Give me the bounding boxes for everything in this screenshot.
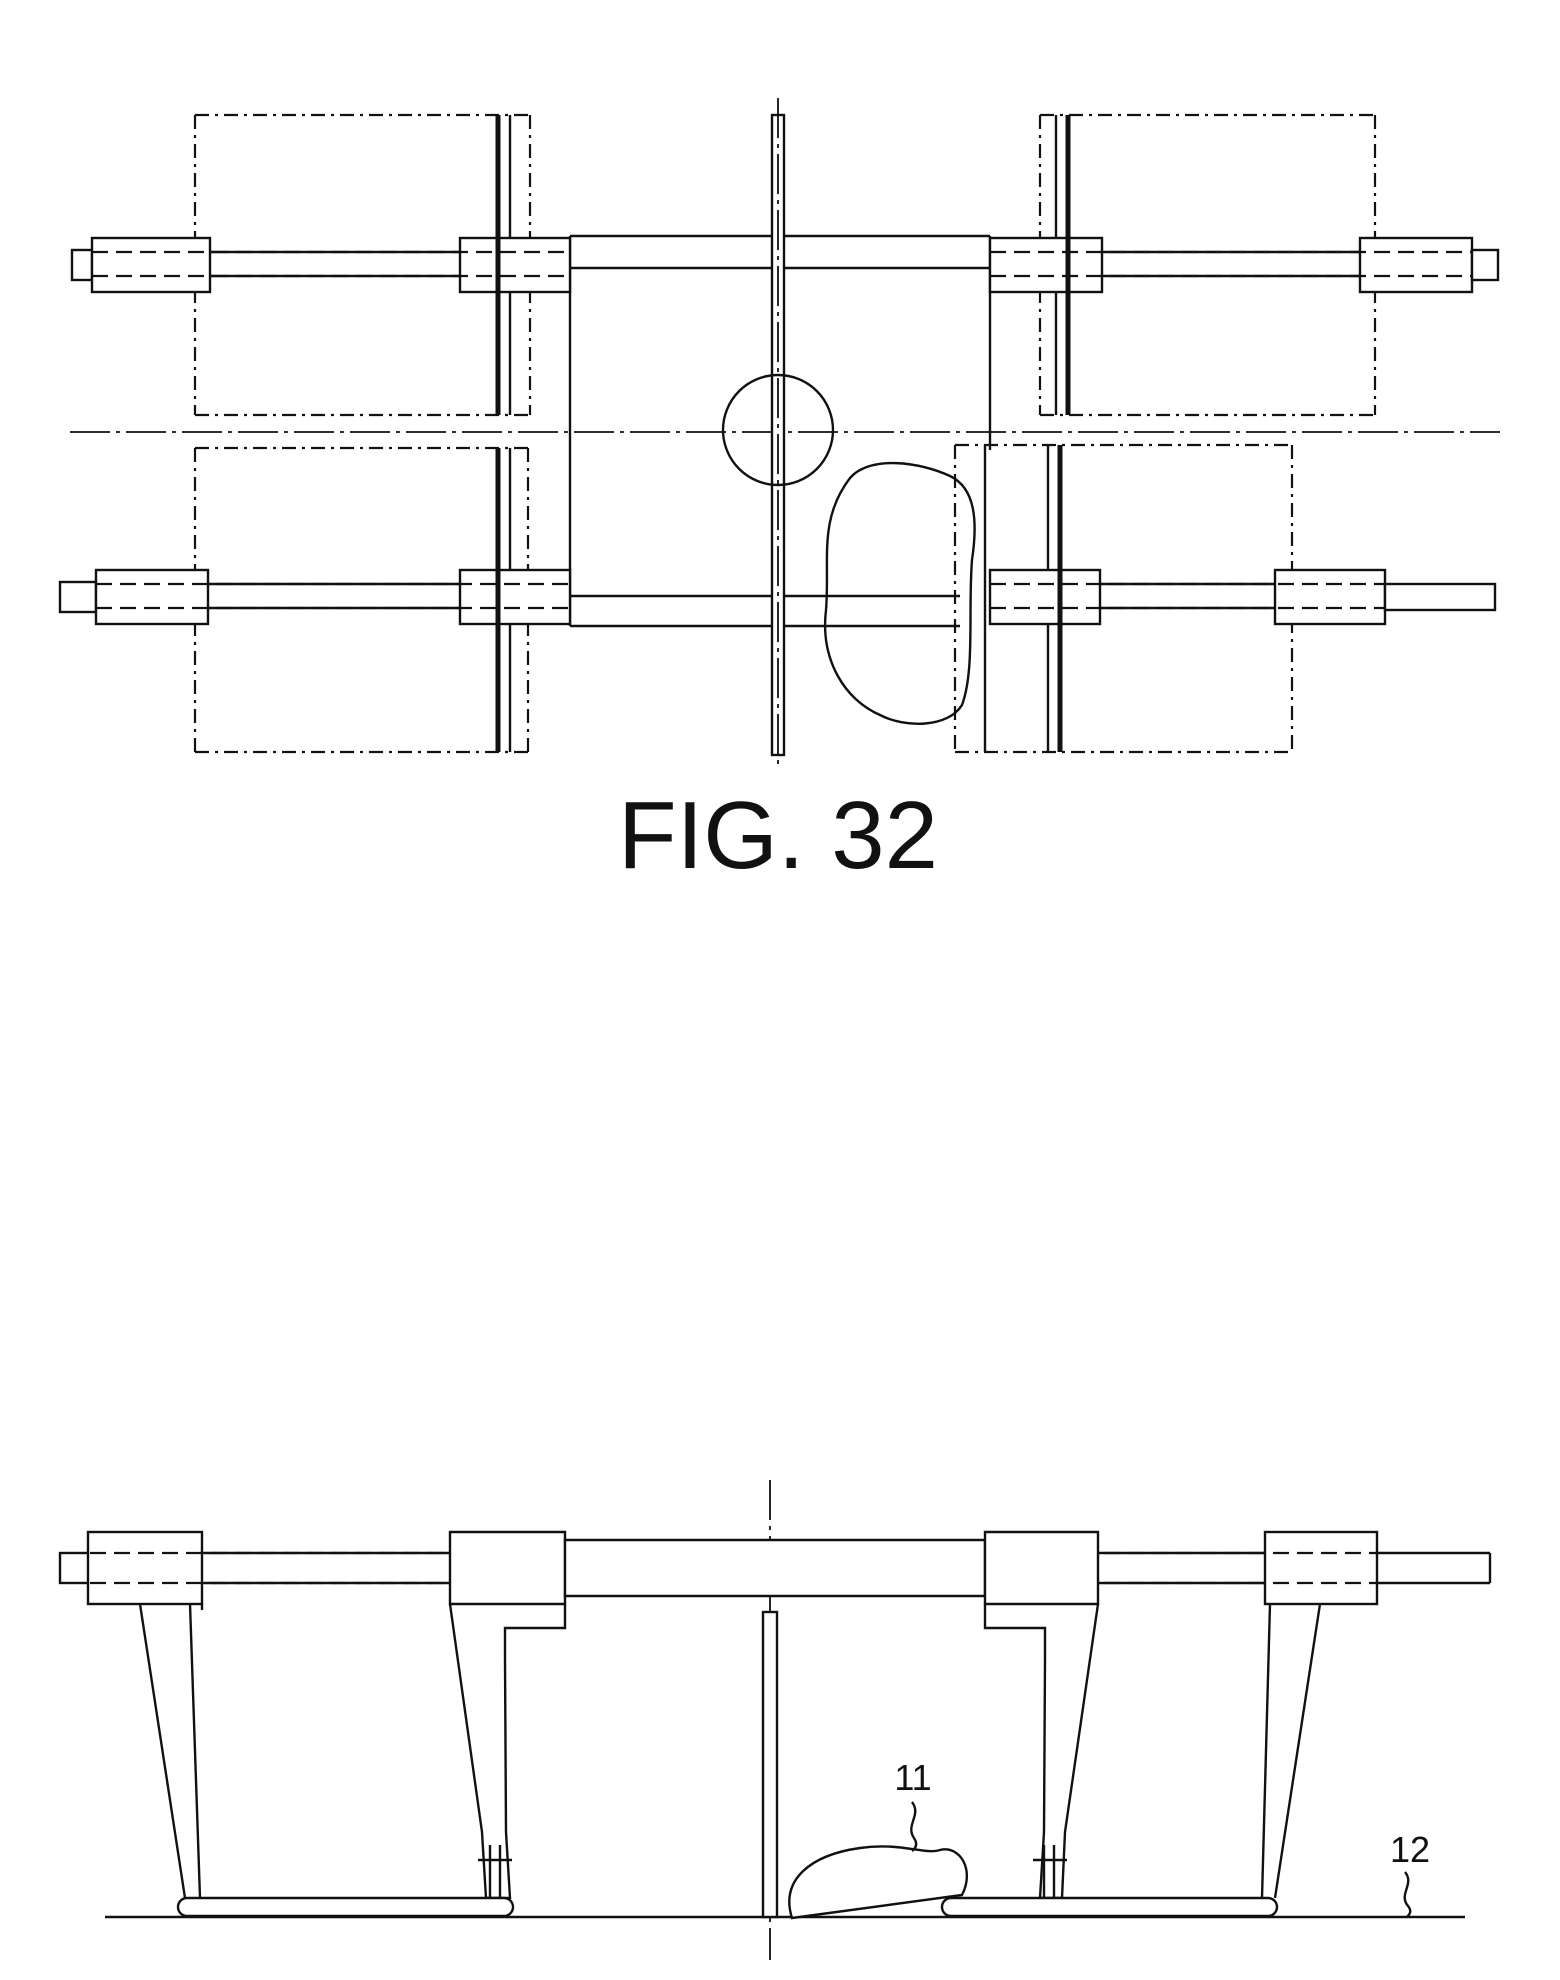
- obstacle-outline: [823, 461, 976, 725]
- ref-12-callout: 12: [1390, 1829, 1430, 1918]
- left-foot-pad: [176, 1896, 515, 1918]
- axle-bottom: [58, 568, 1497, 626]
- right-foot-pad: [940, 1896, 1279, 1918]
- ref-11-callout: 11: [894, 1757, 932, 1852]
- side-frame: [138, 1530, 1322, 1900]
- fig32-plan-view: FIG. 32: [58, 98, 1500, 889]
- circle-marker: [721, 373, 835, 487]
- ref-numeral-12: 12: [1390, 1829, 1430, 1870]
- side-bolts: [478, 1845, 1067, 1898]
- obstacle-profile: [788, 1845, 968, 1920]
- side-elevation-view: 11 12: [58, 1480, 1492, 1960]
- side-center-blade: [761, 1610, 779, 1919]
- ref-numeral-11: 11: [894, 1757, 931, 1798]
- axle-top: [70, 236, 1500, 294]
- figure-caption: FIG. 32: [618, 782, 938, 889]
- central-blade: [770, 98, 786, 765]
